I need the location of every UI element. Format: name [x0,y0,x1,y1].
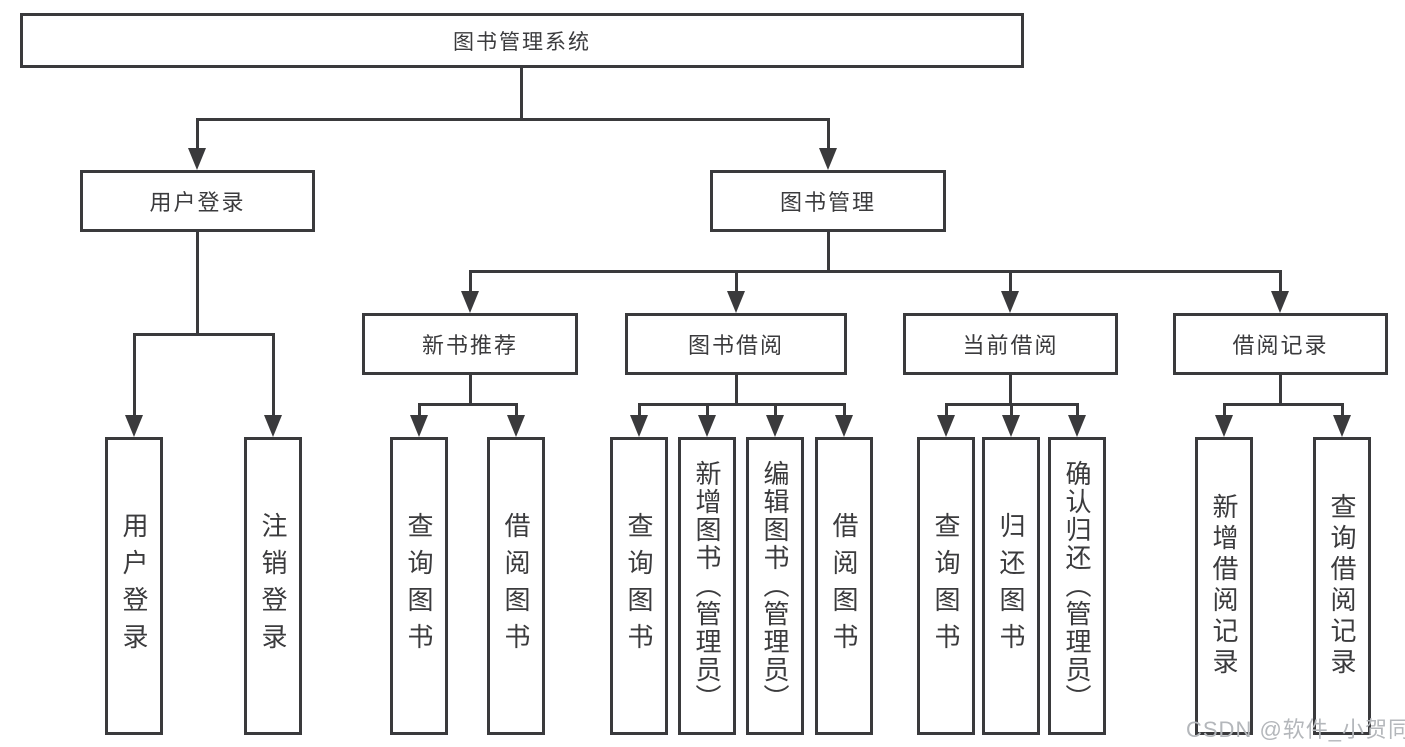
connector-line [735,270,738,293]
leaf-query-books-recommend: 查询图书 [390,437,448,735]
arrow-down-icon [1068,415,1086,437]
node-label: 注销登录 [258,512,288,660]
node-book-management: 图书管理 [710,170,946,232]
connector-line [638,403,641,417]
node-label: 查询图书 [404,512,434,660]
node-label: 图书借阅 [687,333,784,358]
connector-line [1009,375,1012,405]
connector-line [418,403,518,406]
arrow-down-icon [766,415,784,437]
leaf-borrow-books: 借阅图书 [815,437,873,735]
node-label: 当前借阅 [962,333,1059,358]
connector-line [638,403,846,406]
leaf-return-books: 归还图书 [982,437,1040,735]
arrow-down-icon [507,415,525,437]
arrow-down-icon [1271,291,1289,313]
connector-line [520,68,523,120]
node-borrow-records: 借阅记录 [1173,313,1388,375]
node-book-borrow: 图书借阅 [625,313,847,375]
node-label: 新增借阅记录 [1209,493,1239,679]
node-label: 图书管理 [779,190,876,215]
arrow-down-icon [937,415,955,437]
leaf-query-books-borrow: 查询图书 [610,437,668,735]
arrow-down-icon [410,415,428,437]
connector-line [1223,403,1226,417]
connector-line [827,118,830,150]
connector-line [515,403,518,417]
arrow-down-icon [698,415,716,437]
leaf-logout: 注销登录 [244,437,302,735]
arrow-down-icon [1002,415,1020,437]
connector-line [1279,375,1282,405]
leaf-add-books-admin: 新增图书（管理员） [678,437,736,735]
node-label: 查询借阅记录 [1327,493,1357,679]
node-label: 借阅记录 [1232,333,1329,358]
connector-line [735,375,738,405]
node-label: 编辑图书（管理员） [760,460,790,712]
leaf-add-borrow-record: 新增借阅记录 [1195,437,1253,735]
connector-line [1341,403,1344,417]
connector-line [133,333,275,336]
connector-line [196,118,199,150]
node-label: 归还图书 [996,512,1026,660]
node-user-login: 用户登录 [80,170,315,232]
leaf-borrow-books-recommend: 借阅图书 [487,437,545,735]
leaf-confirm-return-admin: 确认归还（管理员） [1048,437,1106,735]
node-label: 借阅图书 [501,512,531,660]
arrow-down-icon [819,148,837,170]
connector-line [133,333,136,417]
arrow-down-icon [1333,415,1351,437]
csdn-watermark: CSDN @软件_小贺同学 [1186,717,1405,742]
arrow-down-icon [1215,415,1233,437]
node-label: 图书管理系统 [453,30,591,54]
node-current-borrow: 当前借阅 [903,313,1118,375]
arrow-down-icon [125,415,143,437]
leaf-query-borrow-record: 查询借阅记录 [1313,437,1371,735]
connector-line [774,403,777,417]
connector-line [469,270,1282,273]
connector-line [469,375,472,405]
arrow-down-icon [835,415,853,437]
connector-line [418,403,421,417]
node-label: 借阅图书 [829,512,859,660]
connector-line [1009,270,1012,293]
node-label: 用户登录 [119,512,149,660]
node-label: 用户登录 [149,190,246,215]
arrow-down-icon [188,148,206,170]
leaf-edit-books-admin: 编辑图书（管理员） [746,437,804,735]
node-label: 查询图书 [624,512,654,660]
node-label: 新书推荐 [421,333,518,358]
leaf-query-books-current: 查询图书 [917,437,975,735]
connector-line [469,270,472,293]
arrow-down-icon [630,415,648,437]
arrow-down-icon [1001,291,1019,313]
node-new-book-recommend: 新书推荐 [362,313,578,375]
node-label: 新增图书（管理员） [692,460,722,712]
connector-line [1223,403,1343,406]
connector-line [1010,403,1013,417]
node-root-system: 图书管理系统 [20,13,1024,68]
connector-line [196,232,199,335]
connector-line [706,403,709,417]
connector-line [272,333,275,417]
arrow-down-icon [461,291,479,313]
connector-line [1279,270,1282,293]
node-label: 确认归还（管理员） [1062,460,1092,712]
connector-line [843,403,846,417]
arrow-down-icon [264,415,282,437]
connector-line [945,403,948,417]
node-label: 查询图书 [931,512,961,660]
arrow-down-icon [727,291,745,313]
leaf-user-login: 用户登录 [105,437,163,735]
connector-line [1076,403,1079,417]
connector-line [827,232,830,272]
connector-line [196,118,830,121]
